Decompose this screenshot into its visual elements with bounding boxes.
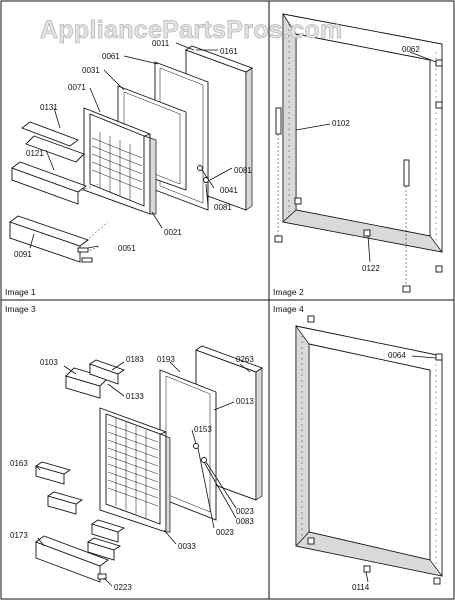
part-label: 0062 — [402, 45, 420, 54]
part-label: 0023 — [216, 528, 234, 537]
part-label: 0153 — [194, 425, 212, 434]
part-label: 0114 — [352, 583, 370, 592]
part-label: 0131 — [40, 103, 58, 112]
part-label: 0263 — [236, 355, 254, 364]
part-label: 0071 — [68, 83, 86, 92]
panel-caption-image-4: Image 4 — [273, 304, 304, 314]
part-label: 0102 — [332, 119, 350, 128]
image-3-drawing — [34, 345, 263, 587]
part-label: 0103 — [40, 358, 58, 367]
part-label: 0183 — [126, 355, 144, 364]
part-label: 0033 — [178, 542, 196, 551]
image-2-labels: 0062 0102 0122 — [332, 45, 420, 273]
part-label: 0061 — [102, 52, 120, 61]
image-3-labels: 0103 0183 0133 0193 0263 0013 0153 0163 … — [10, 355, 254, 592]
part-label: 0193 — [157, 355, 175, 364]
panel-frame-image-4 — [268, 299, 455, 600]
panel-caption-image-2: Image 2 — [273, 287, 304, 297]
part-label: 0133 — [126, 392, 144, 401]
image-2-drawing — [274, 12, 443, 293]
part-label: 0031 — [82, 66, 100, 75]
part-label: 0081 — [214, 203, 232, 212]
part-label: 0163 — [10, 459, 28, 468]
part-label: 0173 — [10, 531, 28, 540]
part-label: 0064 — [388, 351, 406, 360]
panel-caption-image-1: Image 1 — [5, 287, 36, 297]
part-label: 0013 — [236, 397, 254, 406]
part-label: 0081 — [234, 166, 252, 175]
part-label: 0122 — [362, 264, 380, 273]
image-1-drawing — [9, 42, 253, 263]
part-label: 0083 — [236, 517, 254, 526]
part-label: 0223 — [114, 583, 132, 592]
part-label: 0021 — [164, 228, 182, 237]
part-label: 0041 — [220, 186, 238, 195]
image-4-drawing — [295, 315, 443, 585]
image-1-labels: 0011 0161 0061 0031 0071 0131 0121 0091 … — [14, 39, 252, 259]
part-label: 0161 — [220, 47, 238, 56]
part-label: 0023 — [236, 507, 254, 516]
part-label: 0011 — [152, 39, 170, 48]
part-label: 0121 — [26, 149, 44, 158]
panel-caption-image-3: Image 3 — [5, 304, 36, 314]
part-label: 0051 — [118, 244, 136, 253]
image-4-labels: 0064 0114 — [352, 351, 406, 592]
watermark-text: AppliancePartsPros.com — [40, 16, 343, 44]
part-label: 0091 — [14, 250, 32, 259]
